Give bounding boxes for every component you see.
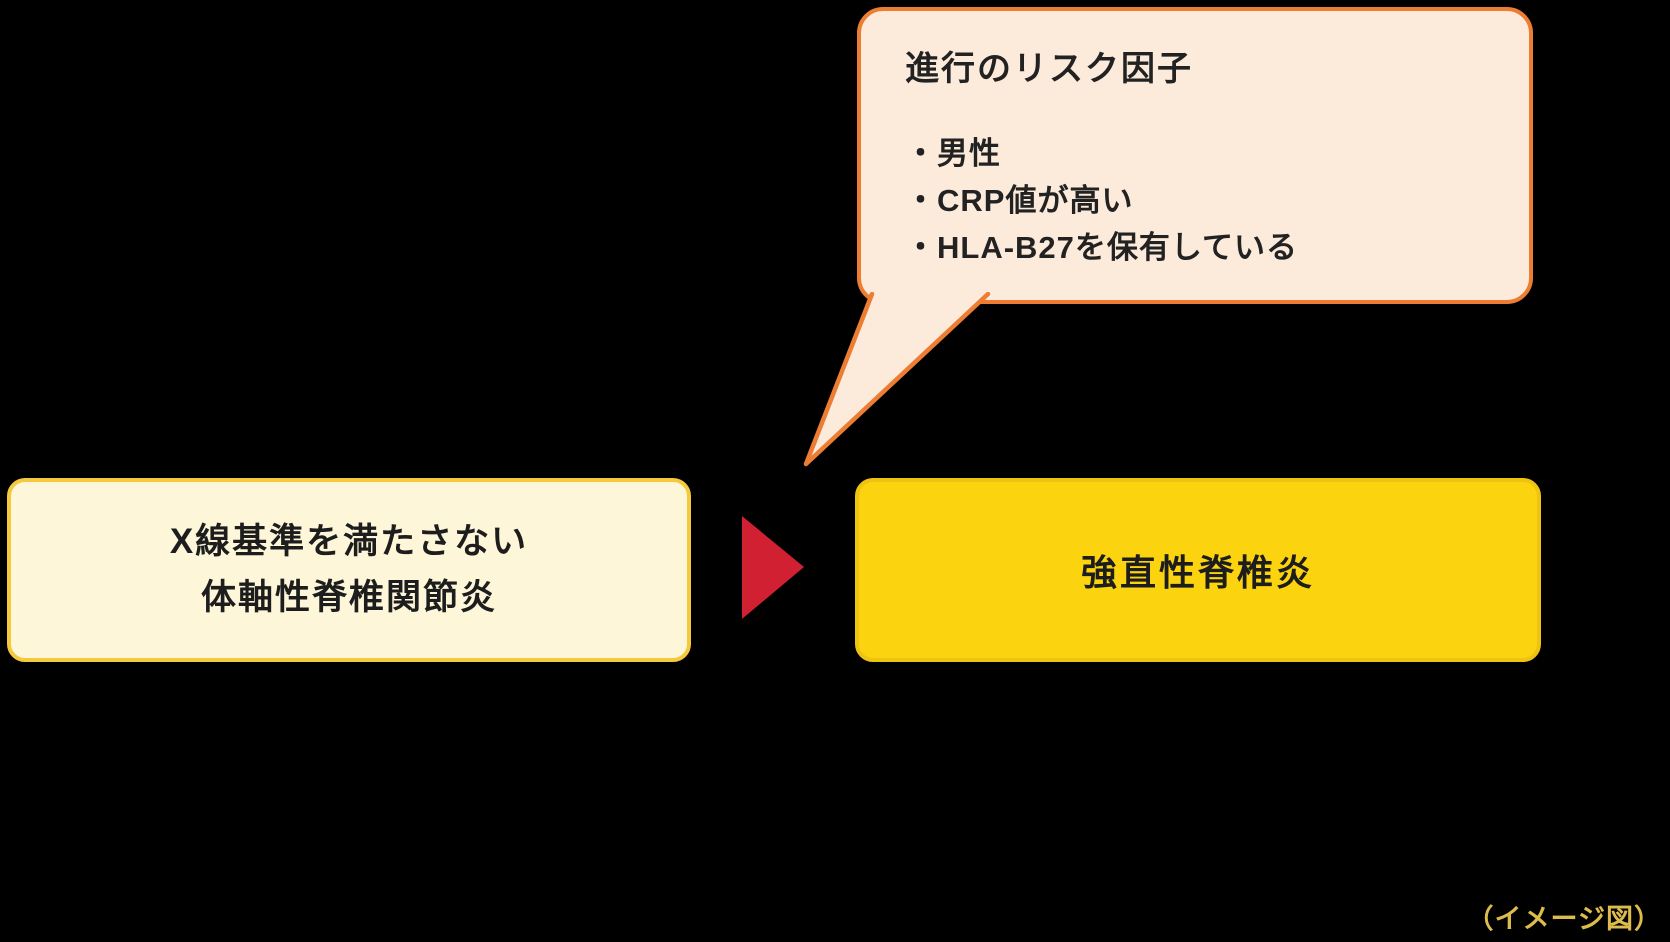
risk-factor-item: ・男性 bbox=[905, 136, 1001, 171]
risk-factor-item: ・HLA-B27を保有している bbox=[905, 230, 1298, 265]
arrow-right-shape bbox=[742, 516, 804, 619]
axial-spa-line1: X線基準を満たさない bbox=[169, 522, 529, 561]
risk-factors-callout: 進行のリスク因子 ・男性 ・CRP値が高い ・HLA-B27を保有している bbox=[857, 7, 1533, 304]
axial-spa-box: X線基準を満たさない 体軸性脊椎関節炎 bbox=[7, 478, 691, 662]
callout-tail-shape bbox=[803, 292, 991, 467]
image-caption: （イメージ図） bbox=[1466, 904, 1662, 934]
callout-title: 進行のリスク因子 bbox=[905, 50, 1193, 88]
risk-factor-list: ・男性 ・CRP値が高い ・HLA-B27を保有している bbox=[905, 130, 1485, 271]
risk-factor-item: ・CRP値が高い bbox=[905, 183, 1134, 218]
axial-spa-line2: 体軸性脊椎関節炎 bbox=[200, 578, 497, 617]
callout-tail bbox=[803, 292, 991, 467]
ankylosing-spondylitis-label: 強直性脊椎炎 bbox=[1080, 552, 1315, 593]
arrow-right-icon bbox=[742, 516, 804, 619]
ankylosing-spondylitis-box: 強直性脊椎炎 bbox=[855, 478, 1541, 662]
